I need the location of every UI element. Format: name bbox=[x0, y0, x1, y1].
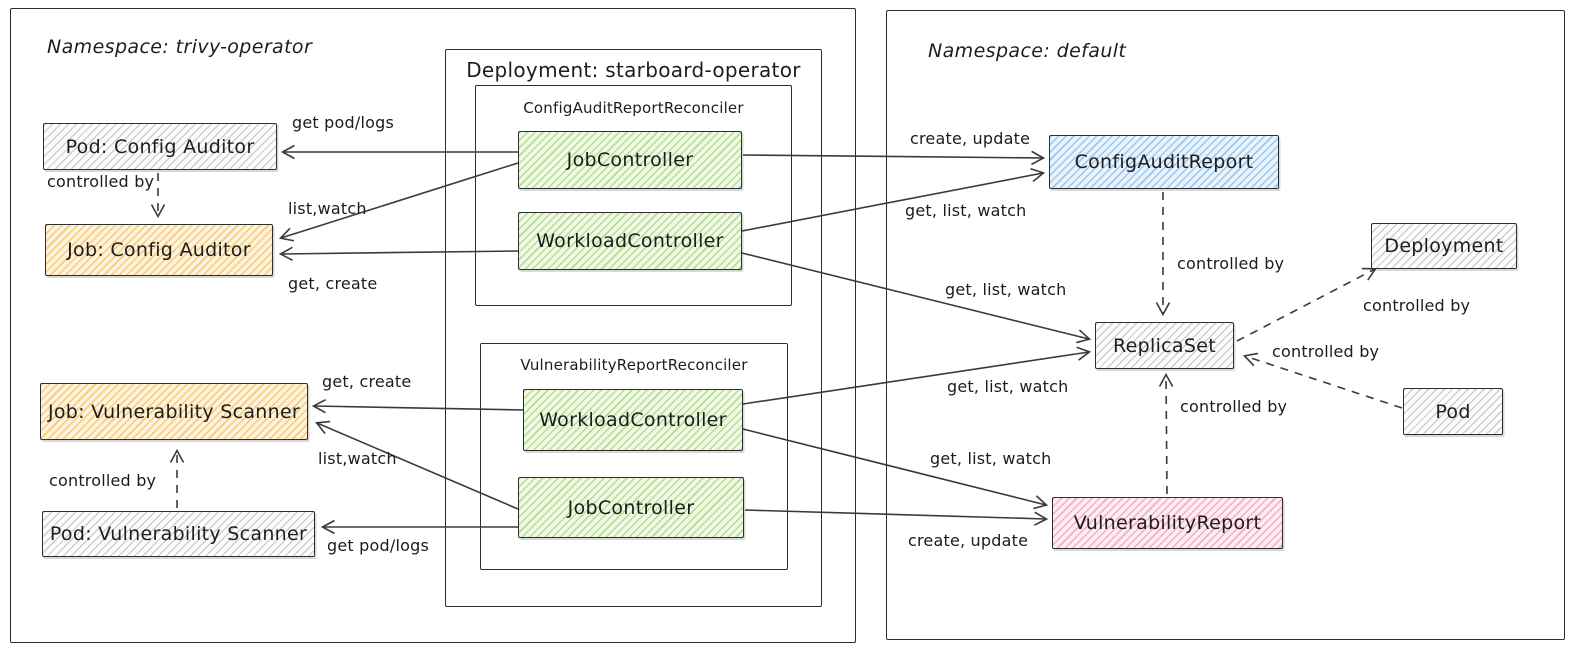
edge-label-glw-rs-upper: get, list, watch bbox=[945, 280, 1067, 299]
edge-label-get-create-top: get, create bbox=[288, 274, 378, 293]
node-pod-vulnerability-scanner: Pod: Vulnerability Scanner bbox=[42, 511, 315, 557]
node-replica-set: ReplicaSet bbox=[1095, 322, 1234, 369]
edge-label-get-create-bottom: get, create bbox=[322, 372, 412, 391]
node-job-config-auditor: Job: Config Auditor bbox=[45, 224, 273, 276]
edge-label-glw-rs-lower: get, list, watch bbox=[947, 377, 1069, 396]
edge-list-watch-top bbox=[278, 162, 519, 242]
vulnerability-reconciler-title: VulnerabilityReportReconciler bbox=[520, 356, 748, 374]
edge-label-controlled-by-pod-job-ca: controlled by bbox=[47, 172, 155, 191]
edge-label-glw-vr: get, list, watch bbox=[930, 449, 1052, 468]
node-pod: Pod bbox=[1403, 388, 1503, 435]
edge-label-controlled-by-pod-job-vs: controlled by bbox=[49, 471, 157, 490]
edge-controlled-by-pod-rs bbox=[1242, 352, 1403, 409]
node-job-vulnerability-scanner: Job: Vulnerability Scanner bbox=[40, 383, 308, 440]
edge-get-create-top bbox=[278, 246, 519, 262]
edge-create-update-bottom bbox=[744, 509, 1049, 526]
edge-label-get-pod-logs-top: get pod/logs bbox=[292, 113, 394, 132]
namespace-trivy-operator-box bbox=[10, 8, 856, 643]
deployment-group-title: Deployment: starboard-operator bbox=[466, 58, 801, 82]
edge-controlled-by-vr-rs bbox=[1158, 372, 1174, 495]
edge-glw-rs-upper bbox=[741, 252, 1092, 344]
edge-get-create-bottom bbox=[311, 399, 524, 414]
node-job-controller-config-audit: JobController bbox=[518, 131, 742, 189]
edge-label-controlled-by-vr-rs: controlled by bbox=[1180, 397, 1288, 416]
edge-controlled-by-rs-deployment bbox=[1236, 267, 1377, 342]
config-audit-reconciler-box bbox=[475, 85, 792, 306]
edge-label-glw-car: get, list, watch bbox=[905, 201, 1027, 220]
edge-label-create-update-bottom: create, update bbox=[908, 531, 1029, 550]
node-workload-controller-vulnerability: WorkloadController bbox=[523, 389, 743, 451]
node-job-controller-vulnerability: JobController bbox=[518, 477, 744, 538]
edge-label-controlled-by-car-rs: controlled by bbox=[1177, 254, 1285, 273]
edge-label-list-watch-bottom: list,watch bbox=[318, 449, 397, 468]
edge-label-get-pod-logs-bottom: get pod/logs bbox=[327, 536, 429, 555]
node-config-audit-report: ConfigAuditReport bbox=[1049, 135, 1279, 189]
edge-list-watch-bottom bbox=[314, 420, 519, 510]
edge-glw-car bbox=[741, 168, 1046, 232]
edge-label-controlled-by-rs-deployment: controlled by bbox=[1363, 296, 1471, 315]
node-deployment: Deployment bbox=[1371, 223, 1517, 269]
namespace-default-box bbox=[886, 10, 1565, 640]
deployment-starboard-operator-box bbox=[445, 49, 822, 607]
edge-label-create-update-top: create, update bbox=[910, 129, 1031, 148]
namespace-trivy-operator-title: Namespace: trivy-operator bbox=[47, 36, 313, 58]
edge-glw-rs-lower bbox=[742, 346, 1092, 405]
node-pod-config-auditor: Pod: Config Auditor bbox=[43, 123, 277, 170]
node-vulnerability-report: VulnerabilityReport bbox=[1052, 497, 1283, 549]
edge-label-list-watch-top: list,watch bbox=[288, 199, 367, 218]
node-workload-controller-config-audit: WorkloadController bbox=[518, 212, 742, 270]
config-audit-reconciler-title: ConfigAuditReportReconciler bbox=[523, 99, 744, 117]
edge-create-update-top bbox=[742, 150, 1046, 166]
edge-glw-vr bbox=[742, 428, 1049, 510]
vulnerability-reconciler-box bbox=[480, 343, 788, 570]
namespace-default-title: Namespace: default bbox=[928, 40, 1127, 62]
edge-label-controlled-by-pod-rs: controlled by bbox=[1272, 342, 1380, 361]
